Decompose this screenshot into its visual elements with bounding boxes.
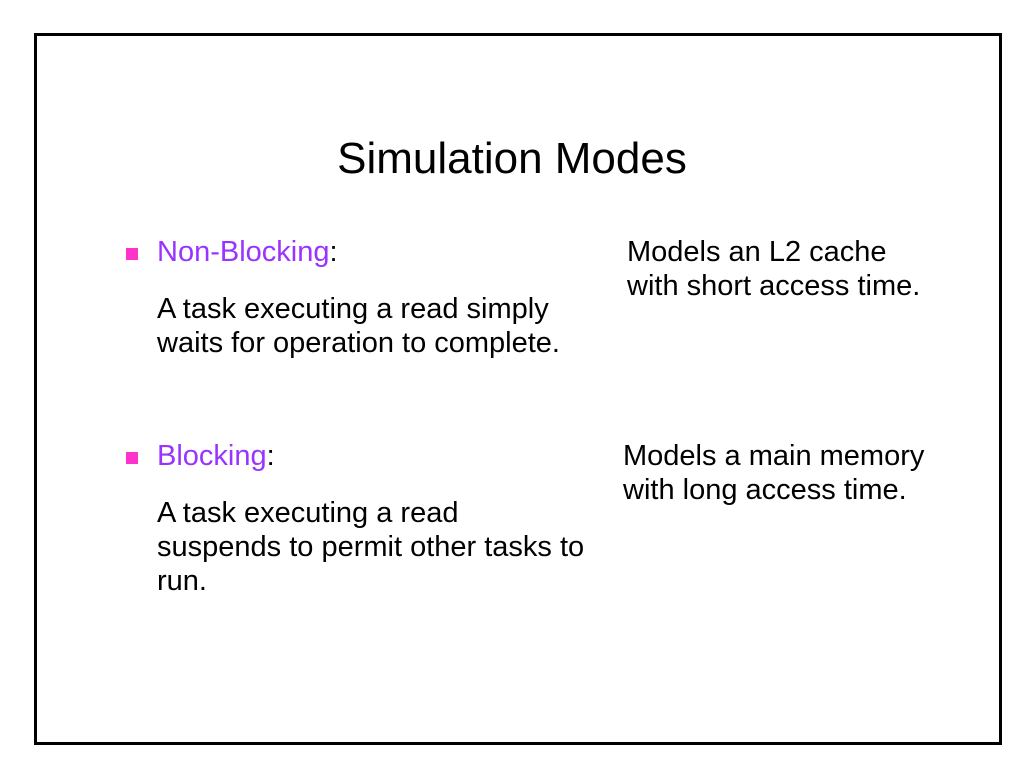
term-line-non-blocking: Non-Blocking: (157, 235, 338, 269)
description-blocking: A task executing a read suspends to perm… (157, 497, 585, 597)
term-non-blocking: Non-Blocking (157, 236, 330, 268)
bullet-square-icon (126, 248, 138, 260)
slide: Simulation Modes Non-Blocking: A task ex… (34, 33, 1002, 745)
term-separator: : (266, 440, 275, 472)
note-blocking: Models a main memory with long access ti… (623, 440, 925, 506)
slide-title: Simulation Modes (337, 134, 687, 183)
term-line-blocking: Blocking: (157, 439, 275, 473)
term-separator: : (329, 236, 338, 268)
term-blocking: Blocking (157, 440, 267, 472)
description-non-blocking: A task executing a read simply waits for… (157, 293, 560, 359)
note-non-blocking: Models an L2 cache with short access tim… (627, 236, 921, 302)
bullet-square-icon (126, 452, 138, 464)
